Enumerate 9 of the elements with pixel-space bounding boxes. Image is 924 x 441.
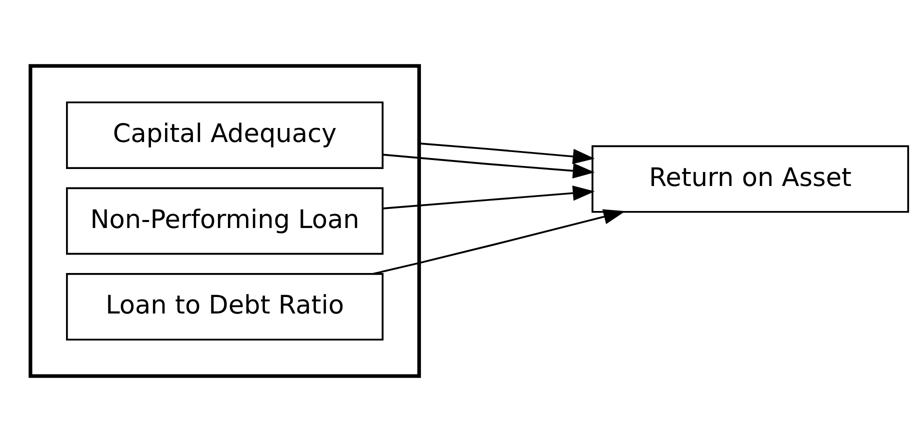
node-box: Non-Performing Loan bbox=[66, 186, 384, 254]
node-box: Return on Asset bbox=[592, 144, 910, 212]
node-box: Loan to Debt Ratio bbox=[66, 272, 384, 340]
node-box: Capital Adequacy bbox=[66, 100, 384, 168]
cluster bbox=[28, 64, 421, 378]
arrow bbox=[383, 153, 595, 178]
arrow bbox=[419, 142, 595, 164]
arrow bbox=[383, 185, 595, 209]
arrow bbox=[373, 208, 626, 274]
